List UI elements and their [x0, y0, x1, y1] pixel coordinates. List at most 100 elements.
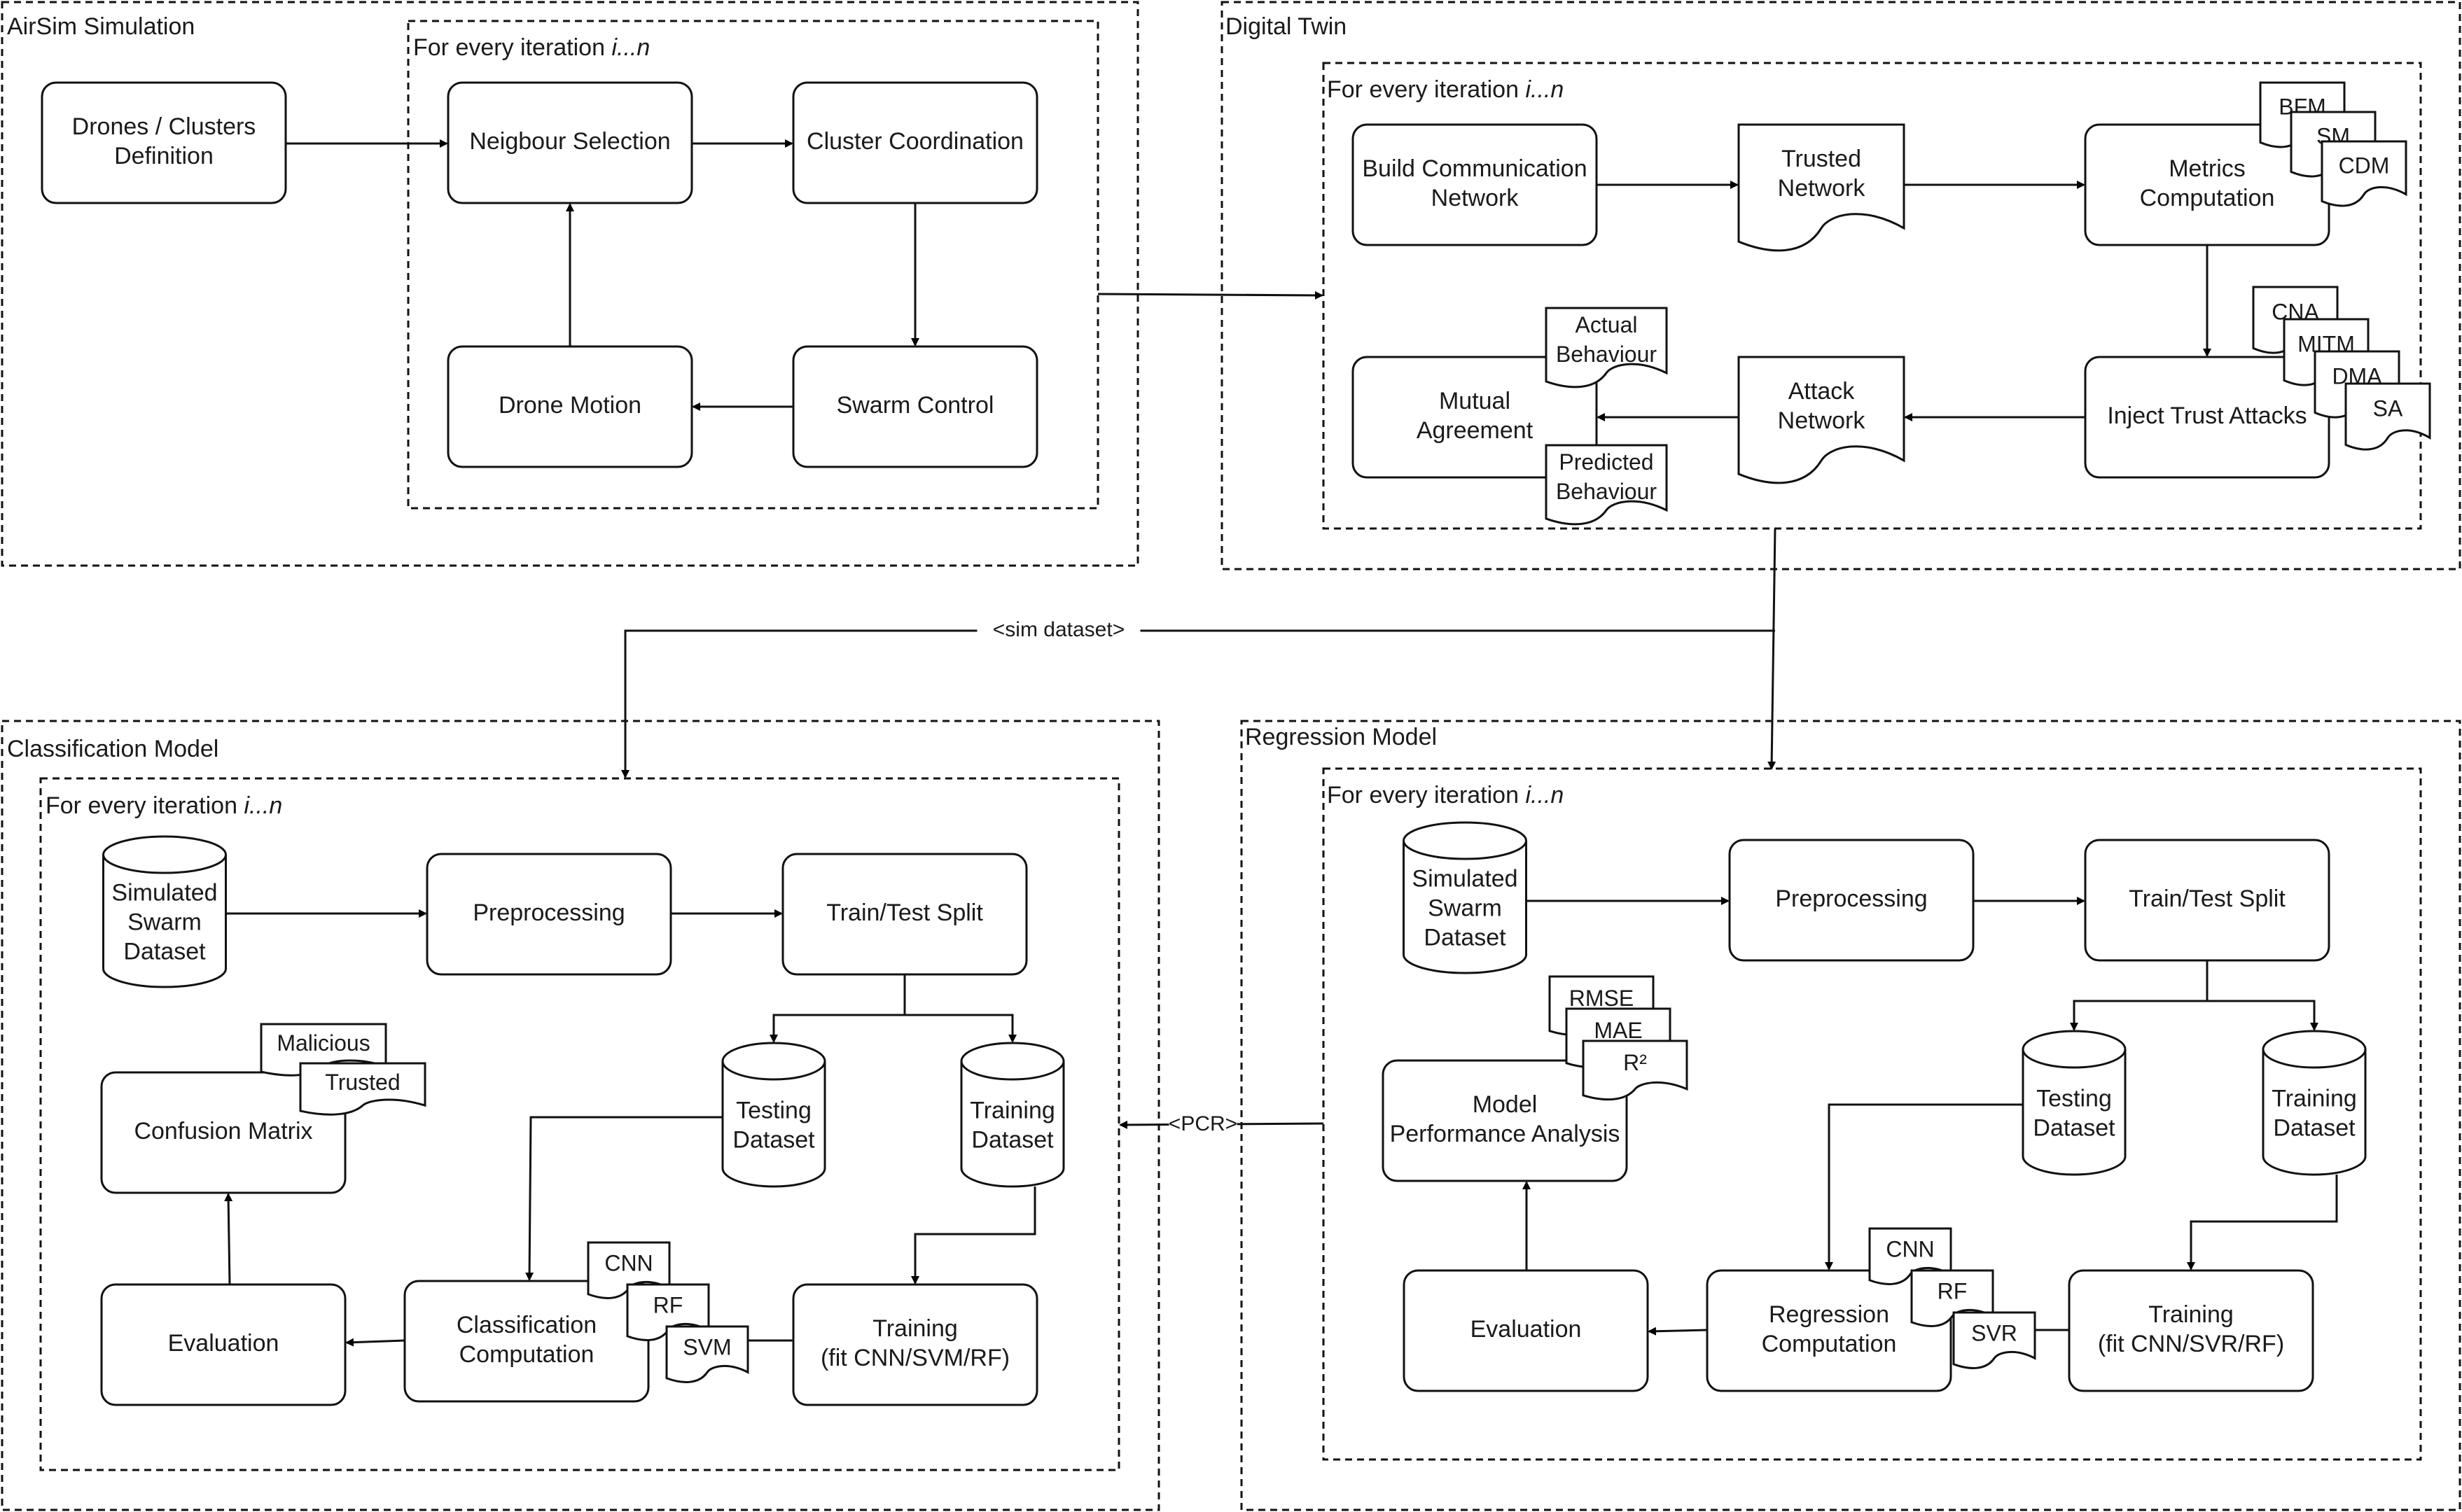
regressor-doc-cnn-line-1: CNN — [1886, 1236, 1934, 1261]
classification-dataset-cylinder-line-3: Dataset — [123, 938, 206, 965]
regression-evaluation-box: Evaluation — [1403, 1269, 1649, 1392]
regression-preprocessing-box: Preprocessing — [1728, 839, 1975, 962]
regression-dataset-cylinder-line-2: Swarm — [1428, 895, 1502, 921]
classification-iteration-frame — [39, 777, 1120, 1471]
regression-training-cylinder-line-1: Training — [2272, 1085, 2357, 1112]
classifier-doc-cnn: CNN — [587, 1241, 671, 1299]
digital-twin-section — [1220, 1, 2461, 570]
classification-training-box: Training(fit CNN/SVM/RF) — [792, 1283, 1038, 1406]
regression-computation-box-line-2: Computation — [1762, 1331, 1897, 1357]
inject-trust-attacks-box: Inject Trust Attacks — [2084, 356, 2330, 479]
neighbour-selection-box: Neigbour Selection — [447, 81, 693, 204]
confusion-matrix-box: Confusion Matrix — [100, 1071, 347, 1194]
regression-dataset-cylinder-line-3: Dataset — [1424, 924, 1506, 951]
regression-section — [1240, 720, 2461, 1511]
digital-twin-iteration-label: For every iteration i...n — [1327, 76, 1564, 103]
classifier-doc-rf-line-1: RF — [653, 1292, 683, 1317]
attack-network-doc-line-1: Attack — [1788, 378, 1855, 405]
cluster-coordination-box: Cluster Coordination — [792, 81, 1038, 204]
attack-network-doc-line-2: Network — [1778, 407, 1866, 434]
regression-iteration-frame — [1322, 767, 2422, 1461]
model-performance-analysis-box-line-2: Performance Analysis — [1390, 1121, 1620, 1147]
actual-behaviour-doc-line-1: Actual — [1576, 312, 1638, 337]
regression-metric-doc-mae-line-1: MAE — [1594, 1018, 1642, 1043]
edge-r-split-to-testing — [2070, 960, 2209, 1031]
edge-c-computation-to-evaluation — [345, 1338, 405, 1347]
airsim-section-title: AirSim Simulation — [7, 13, 195, 40]
classification-computation-box-line-2: Computation — [459, 1341, 594, 1368]
trusted-network-doc-line-2: Network — [1778, 175, 1866, 202]
class-doc-malicious-line-1: Malicious — [277, 1030, 370, 1056]
class-doc-trusted: Trusted — [299, 1062, 426, 1116]
classification-evaluation-box-line-1: Evaluation — [168, 1330, 279, 1357]
airsim-section — [1, 1, 1139, 567]
regressor-doc-cnn: CNN — [1868, 1227, 1952, 1285]
build-communication-network-box-line-2: Network — [1431, 185, 1519, 211]
regression-split-box: Train/Test Split — [2084, 839, 2330, 962]
regression-metric-doc-rmse-line-1: RMSE — [1569, 986, 1634, 1011]
classifier-doc-svm-line-1: SVM — [683, 1334, 731, 1359]
edge-r-computation-to-evaluation — [1648, 1326, 1708, 1336]
attack-doc-sa: SA — [2344, 382, 2431, 451]
neighbour-selection-box-line-1: Neigbour Selection — [469, 128, 670, 155]
edge-c-split-to-training — [905, 1014, 1017, 1043]
class-doc-trusted-line-1: Trusted — [325, 1070, 400, 1095]
airsim-iteration-label: For every iteration i...n — [413, 34, 650, 61]
regression-training-box: Training(fit CNN/SVR/RF) — [2068, 1269, 2314, 1392]
metric-doc-cdm: CDM — [2321, 140, 2407, 207]
regression-testing-cylinder-line-1: Testing — [2036, 1085, 2112, 1112]
classifier-doc-svm: SVM — [665, 1325, 749, 1383]
regression-split-box-line-1: Train/Test Split — [2129, 886, 2286, 912]
attack-doc-sa-line-1: SA — [2373, 396, 2403, 421]
regression-training-box-line-1: Training — [2148, 1301, 2234, 1328]
sim-dataset-edge-label: <sim dataset> — [977, 617, 1141, 645]
pcr-edge-label: <PCR> — [1169, 1111, 1237, 1139]
classifier-doc-cnn-line-1: CNN — [604, 1250, 653, 1275]
edge-airsim-to-digital-twin — [1097, 290, 1323, 300]
regression-section-title: Regression Model — [1245, 724, 1437, 750]
predicted-behaviour-doc-line-1: Predicted — [1559, 449, 1653, 475]
classification-split-box-line-1: Train/Test Split — [826, 899, 983, 926]
edge-c-testing-to-computation — [525, 1116, 723, 1281]
drone-motion-box: Drone Motion — [447, 345, 693, 468]
regressor-doc-svr-line-1: SVR — [1971, 1320, 2017, 1345]
sim-dataset-edge-label-text: <sim dataset> — [993, 618, 1125, 641]
classification-preprocessing-box-line-1: Preprocessing — [473, 899, 625, 926]
regression-testing-cylinder-line-2: Dataset — [2033, 1114, 2115, 1141]
model-performance-analysis-box-line-1: Model — [1473, 1091, 1538, 1118]
mutual-agreement-box-line-2: Agreement — [1417, 417, 1533, 444]
inject-trust-attacks-box-line-1: Inject Trust Attacks — [2107, 402, 2307, 429]
edge-twin-to-classification — [621, 629, 1775, 778]
regression-metric-doc-r: R² — [1582, 1040, 1688, 1101]
confusion-matrix-box-line-1: Confusion Matrix — [134, 1118, 312, 1144]
regressor-doc-rf-line-1: RF — [1938, 1278, 1968, 1303]
edge-c-training-to-training — [911, 1186, 1036, 1284]
classification-iteration-label: For every iteration i...n — [46, 792, 282, 819]
classification-dataset-cylinder-line-2: Swarm — [127, 909, 202, 935]
drone-motion-box-line-1: Drone Motion — [499, 392, 641, 419]
classification-testing-cylinder-line-2: Dataset — [732, 1126, 815, 1153]
swarm-control-box: Swarm Control — [792, 345, 1038, 468]
regression-preprocessing-box-line-1: Preprocessing — [1775, 886, 1927, 912]
classification-split-box: Train/Test Split — [781, 853, 1028, 976]
pcr-edge-label-text: <PCR> — [1169, 1112, 1237, 1135]
regression-computation-box-line-1: Regression — [1769, 1301, 1889, 1328]
edge-r-split-to-training — [2207, 1000, 2318, 1031]
regression-dataset-cylinder-line-1: Simulated — [1412, 865, 1517, 892]
swarm-control-box-line-1: Swarm Control — [837, 392, 994, 419]
trusted-network-doc-line-1: Trusted — [1781, 146, 1861, 172]
edge-r-training-to-training — [2187, 1175, 2338, 1270]
edge-c-split-to-testing — [770, 974, 906, 1043]
regressor-doc-rf: RF — [1910, 1269, 1994, 1327]
